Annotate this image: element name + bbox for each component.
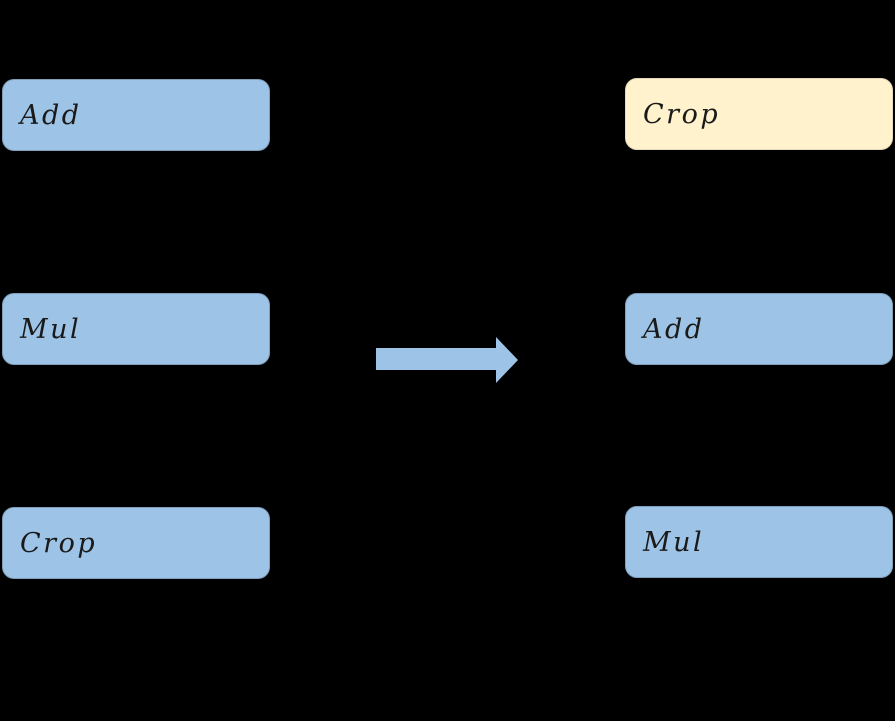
node-right-crop-highlighted: Crop [625,78,893,150]
node-left-add: Add [2,79,270,151]
node-right-add: Add [625,293,893,365]
node-left-mul: Mul [2,293,270,365]
node-left-crop: Crop [2,507,270,579]
node-label: Mul [20,313,82,345]
node-right-mul: Mul [625,506,893,578]
node-label: Crop [643,98,721,130]
node-label: Add [643,313,705,345]
node-label: Crop [20,527,98,559]
node-label: Mul [643,526,705,558]
node-label: Add [20,99,82,131]
right-arrow-icon [376,337,518,383]
